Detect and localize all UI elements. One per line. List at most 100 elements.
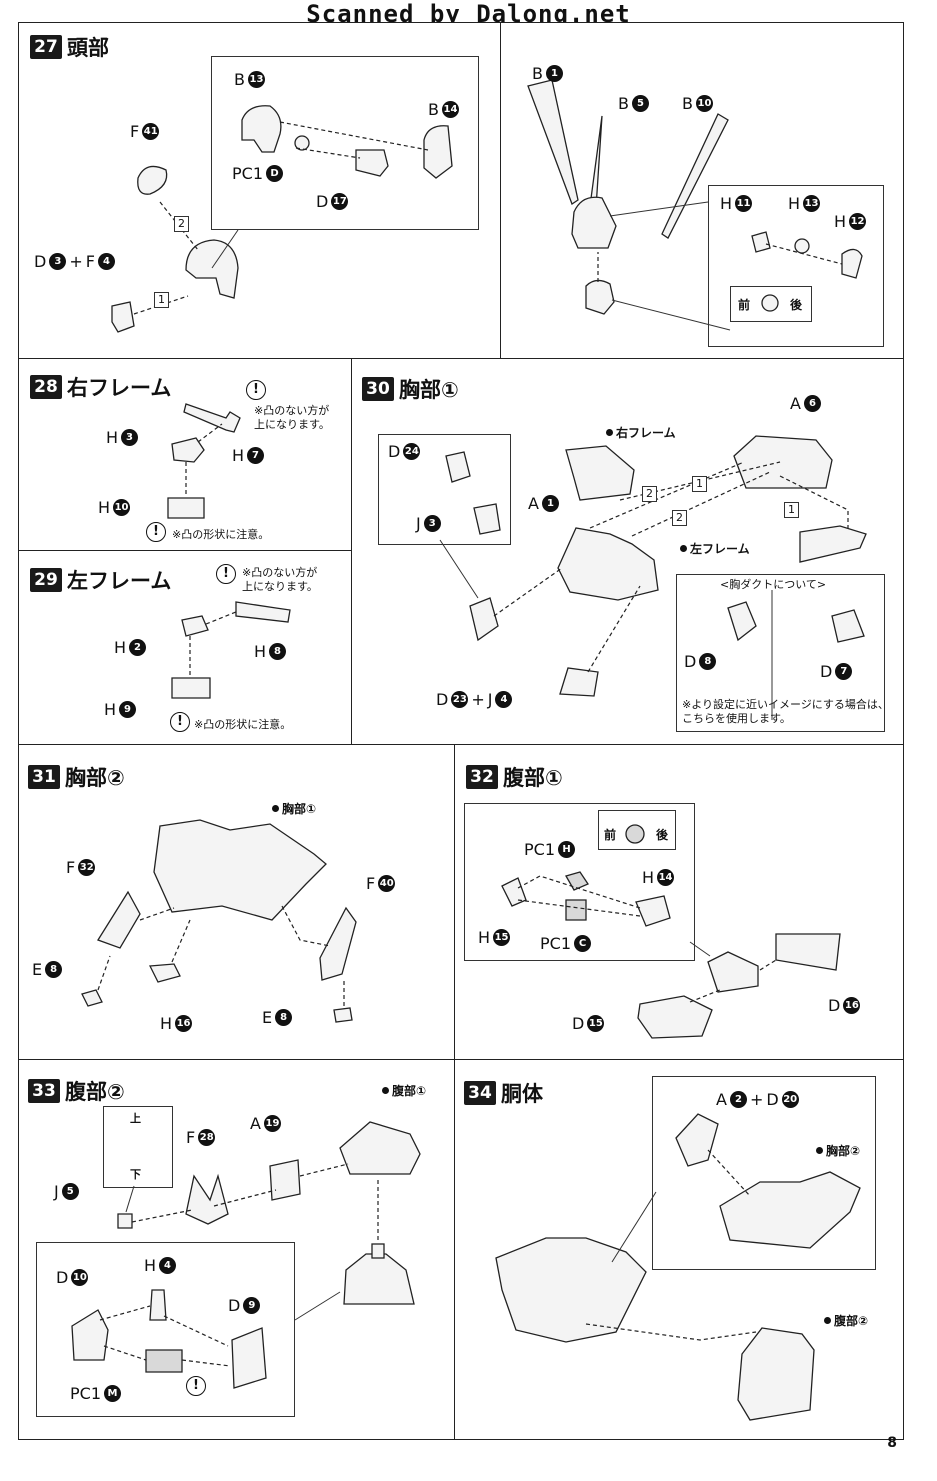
section-32-title: 32 腹部① [466,762,563,792]
note-shape-29: ※凸の形状に注意。 [194,718,292,731]
chest-a6-part [733,435,833,489]
inset-top-bottom [103,1106,173,1188]
f32-part [97,890,141,949]
step-2-27: 2 [174,216,189,232]
duct-note: ※より設定に近いイメージにする場合は、 こちらを使用します。 [682,698,889,725]
note-flat-side-28: ※凸のない方が 上になります。 [254,404,330,431]
front-back-icon-32 [625,824,645,844]
section-31-title: 31 胸部② [28,762,125,792]
helmet-b13-part [241,105,282,153]
duct-title: <胸ダクトについて> [720,578,827,591]
label-front-27: 前 [738,298,751,312]
d7-part [831,609,865,643]
attention-icon: ! [186,1376,206,1396]
attention-icon: ! [216,564,236,584]
abdomen2-part [737,1327,815,1421]
tag-chest1: 胸部① [272,800,316,817]
a2-part [675,1113,719,1167]
label-front-32: 前 [604,828,617,842]
tag-chest2: 胸部② [816,1142,860,1159]
waist-part [343,1253,415,1305]
h15-part [501,877,527,907]
waist-peg-part [371,1243,385,1259]
chest2-detail-part [719,1171,861,1249]
torso-chest-part [495,1237,647,1343]
head-assembled-part [571,196,617,249]
helmet-b14-part [423,125,453,179]
h16-part [148,963,181,983]
label-back-27: 後 [790,298,803,312]
section-29-title: 29 左フレーム [30,565,171,595]
h9-part [171,677,211,699]
d24-part [445,451,471,483]
tag-abdomen2: 腹部② [824,1312,868,1329]
section-33-title: 33 腹部② [28,1076,125,1106]
right-frame-part [565,445,635,501]
d16-part [775,933,841,971]
step-2-30a: 2 [642,486,657,502]
attention-icon: ! [146,522,166,542]
section-30-title: 30 胸部① [362,374,459,404]
d15-part [637,995,713,1039]
front-back-icon-27 [761,294,779,312]
h14-part [635,895,671,927]
tag-right-frame: 右フレーム [606,424,676,441]
left-frame-part [799,525,867,563]
tag-left-frame: 左フレーム [680,540,750,557]
d17-part [355,149,389,177]
d10-part [71,1309,109,1361]
antenna-b5-part [589,115,603,209]
note-shape-28: ※凸の形状に注意。 [172,528,270,541]
attention-icon: ! [246,380,266,400]
chest-assembly-part [153,819,327,921]
abdomen-core-part [707,951,759,993]
step-1-30a: 1 [692,476,707,492]
visor-part [137,165,168,195]
h10-part [167,497,205,519]
pc1c-part [565,899,587,921]
label-back-32: 後 [656,828,669,842]
e8-part-a [81,989,103,1007]
j3-part [473,503,501,535]
label-top: 上 [130,1112,141,1125]
abdomen1-part [339,1121,421,1175]
f40-part [319,906,357,981]
a19-part [269,1159,301,1201]
arm-barrel-h7-part [183,403,241,433]
h13-part [794,238,810,254]
step-1-27: 1 [154,292,169,308]
duct-part [469,597,499,642]
head-part [185,239,239,299]
